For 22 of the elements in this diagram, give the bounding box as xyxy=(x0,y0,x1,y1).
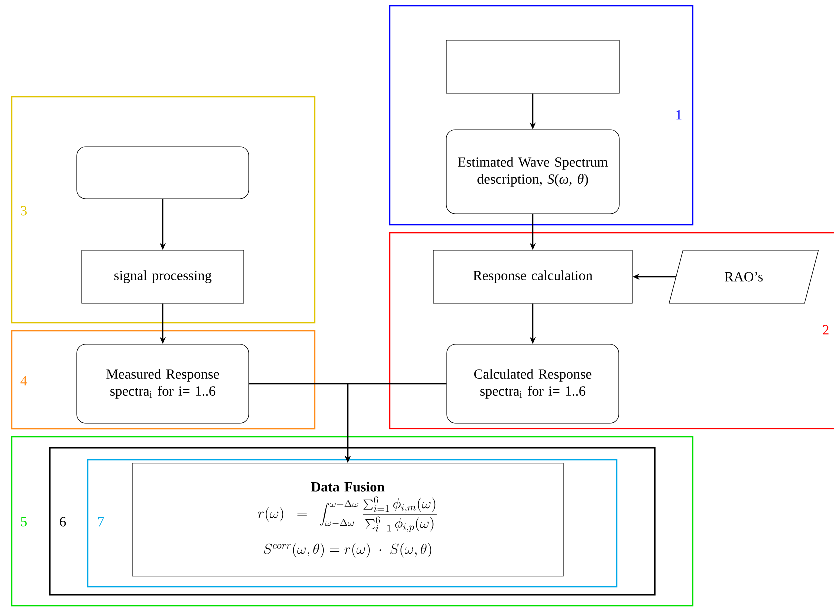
process-box xyxy=(446,40,620,94)
group-frame xyxy=(389,232,834,430)
group-number: 1 xyxy=(676,110,682,120)
rounded-box: Calculated Response spectra$_{i}$ for i= 1..6 xyxy=(446,344,620,424)
process-box: Response calculation xyxy=(433,250,633,304)
group-frame xyxy=(87,459,618,588)
group-number: 4 xyxy=(20,376,28,386)
rounded-box xyxy=(76,146,250,200)
rounded-box: Estimated Wave Spectrum description, S(ω, θ) xyxy=(446,130,620,214)
group-number: 6 xyxy=(60,517,66,527)
group-number: 3 xyxy=(21,206,27,216)
process-box: signal processing xyxy=(82,250,244,304)
group-number: 2 xyxy=(823,325,829,335)
group-frame xyxy=(389,5,694,226)
formula-box: Data Fusion $r(\omega)\;\;=\;\;\int_{\omega-\Delta\omega}^{\omega+\Delta\omega}\frac{\sum_{i=1}^{6}\phi_{i,m}(\omega)}{\sum_{i=1}^{6}\phi_{i,p}(\omega)}$ $S^{corr}(\omega,\theta)=r(\omega)\;\cdot\;S(\omega,\theta)$ xyxy=(132,463,564,577)
group-frame xyxy=(11,96,316,324)
group-frame xyxy=(11,436,694,607)
group-number: 7 xyxy=(98,517,104,527)
group-number: 5 xyxy=(21,517,27,527)
rounded-box: Measured Response spectra$_{i}$ for i= 1..6 xyxy=(76,344,250,424)
group-frame xyxy=(11,330,316,430)
group-frame xyxy=(49,447,656,596)
